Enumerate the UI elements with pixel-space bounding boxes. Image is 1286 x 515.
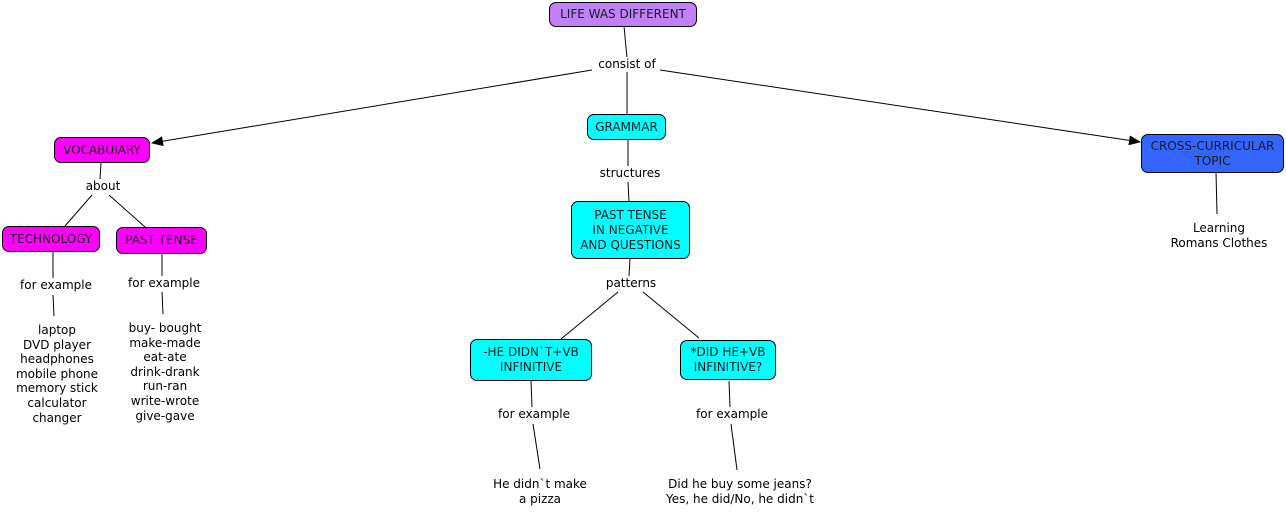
arrow-consist-topic [659,69,1141,146]
line-patterns-question [642,291,700,339]
link-past-tense-for-example[interactable]: for example [122,276,206,291]
past-tense-example-item: buy- bought [128,321,202,335]
line-forexample-negexample [532,423,541,470]
technology-example-item: memory stick [16,381,98,396]
link-negative-for-example[interactable]: for example [492,407,576,422]
line-root-consist [623,25,628,59]
link-about[interactable]: about [80,179,126,194]
node-negative-pattern[interactable]: -HE DIDN`T+VB INFINITIVE [470,339,592,381]
node-cross-curricular-topic[interactable]: CROSS-CURRICULAR TOPIC [1141,134,1284,173]
past-tense-example-item: write-wrote [130,393,200,408]
link-patterns[interactable]: patterns [601,276,661,291]
node-question-pattern[interactable]: *DID HE+VB INFINITIVE? [680,340,776,380]
arrow-consist-vocabulary [151,69,593,147]
technology-example-item: headphones [20,352,94,367]
link-technology-for-example[interactable]: for example [14,278,98,293]
technology-example-item: laptop [38,323,76,337]
past-tense-example-item: eat-ate [143,350,187,365]
past-tense-example-item: drink-drank [130,364,200,379]
line-forexample-qexample [730,423,738,471]
past-tense-example-item: run-ran [142,379,188,394]
past-tense-example-item: make-made [129,335,201,350]
line-topic-text [1215,171,1218,215]
line-vocab-about [99,162,102,180]
negative-example-text[interactable]: He didn`t make a pizza [478,477,602,507]
line-negative-forexample [530,380,533,408]
line-pasttense-patterns [628,258,631,277]
technology-example-item: calculator [27,395,87,410]
technology-example-item: DVD player [22,337,91,352]
link-consist-of[interactable]: consist of [594,57,660,72]
node-grammar[interactable]: GRAMMAR [587,114,666,140]
line-about-pasttense [108,194,146,228]
line-forexample-techlist [52,294,55,317]
question-example-text[interactable]: Did he buy some jeans? Yes, he did/No, h… [652,477,828,507]
node-past-tense-negative-questions[interactable]: PAST TENSE IN NEGATIVE AND QUESTIONS [571,201,690,259]
line-question-forexample [728,380,731,408]
node-root[interactable]: LIFE WAS DIFFERENT [549,2,697,27]
technology-example-item: changer [32,410,82,425]
technology-example-item: mobile phone [15,366,99,381]
line-structures-pasttense [627,181,630,202]
line-forexample-pastlist [161,291,164,315]
line-patterns-negative [560,291,619,340]
node-past-tense[interactable]: PAST TENSE [116,227,207,254]
node-vocabulary[interactable]: VOCABUIARY [54,137,150,163]
topic-learning-text[interactable]: Learning Romans Clothes [1160,221,1278,251]
past-tense-example-item: give-gave [135,408,195,423]
link-structures[interactable]: structures [595,166,665,181]
node-technology[interactable]: TECHNOLOGY [2,226,100,252]
line-about-technology [64,194,93,227]
link-question-for-example[interactable]: for example [690,407,774,422]
